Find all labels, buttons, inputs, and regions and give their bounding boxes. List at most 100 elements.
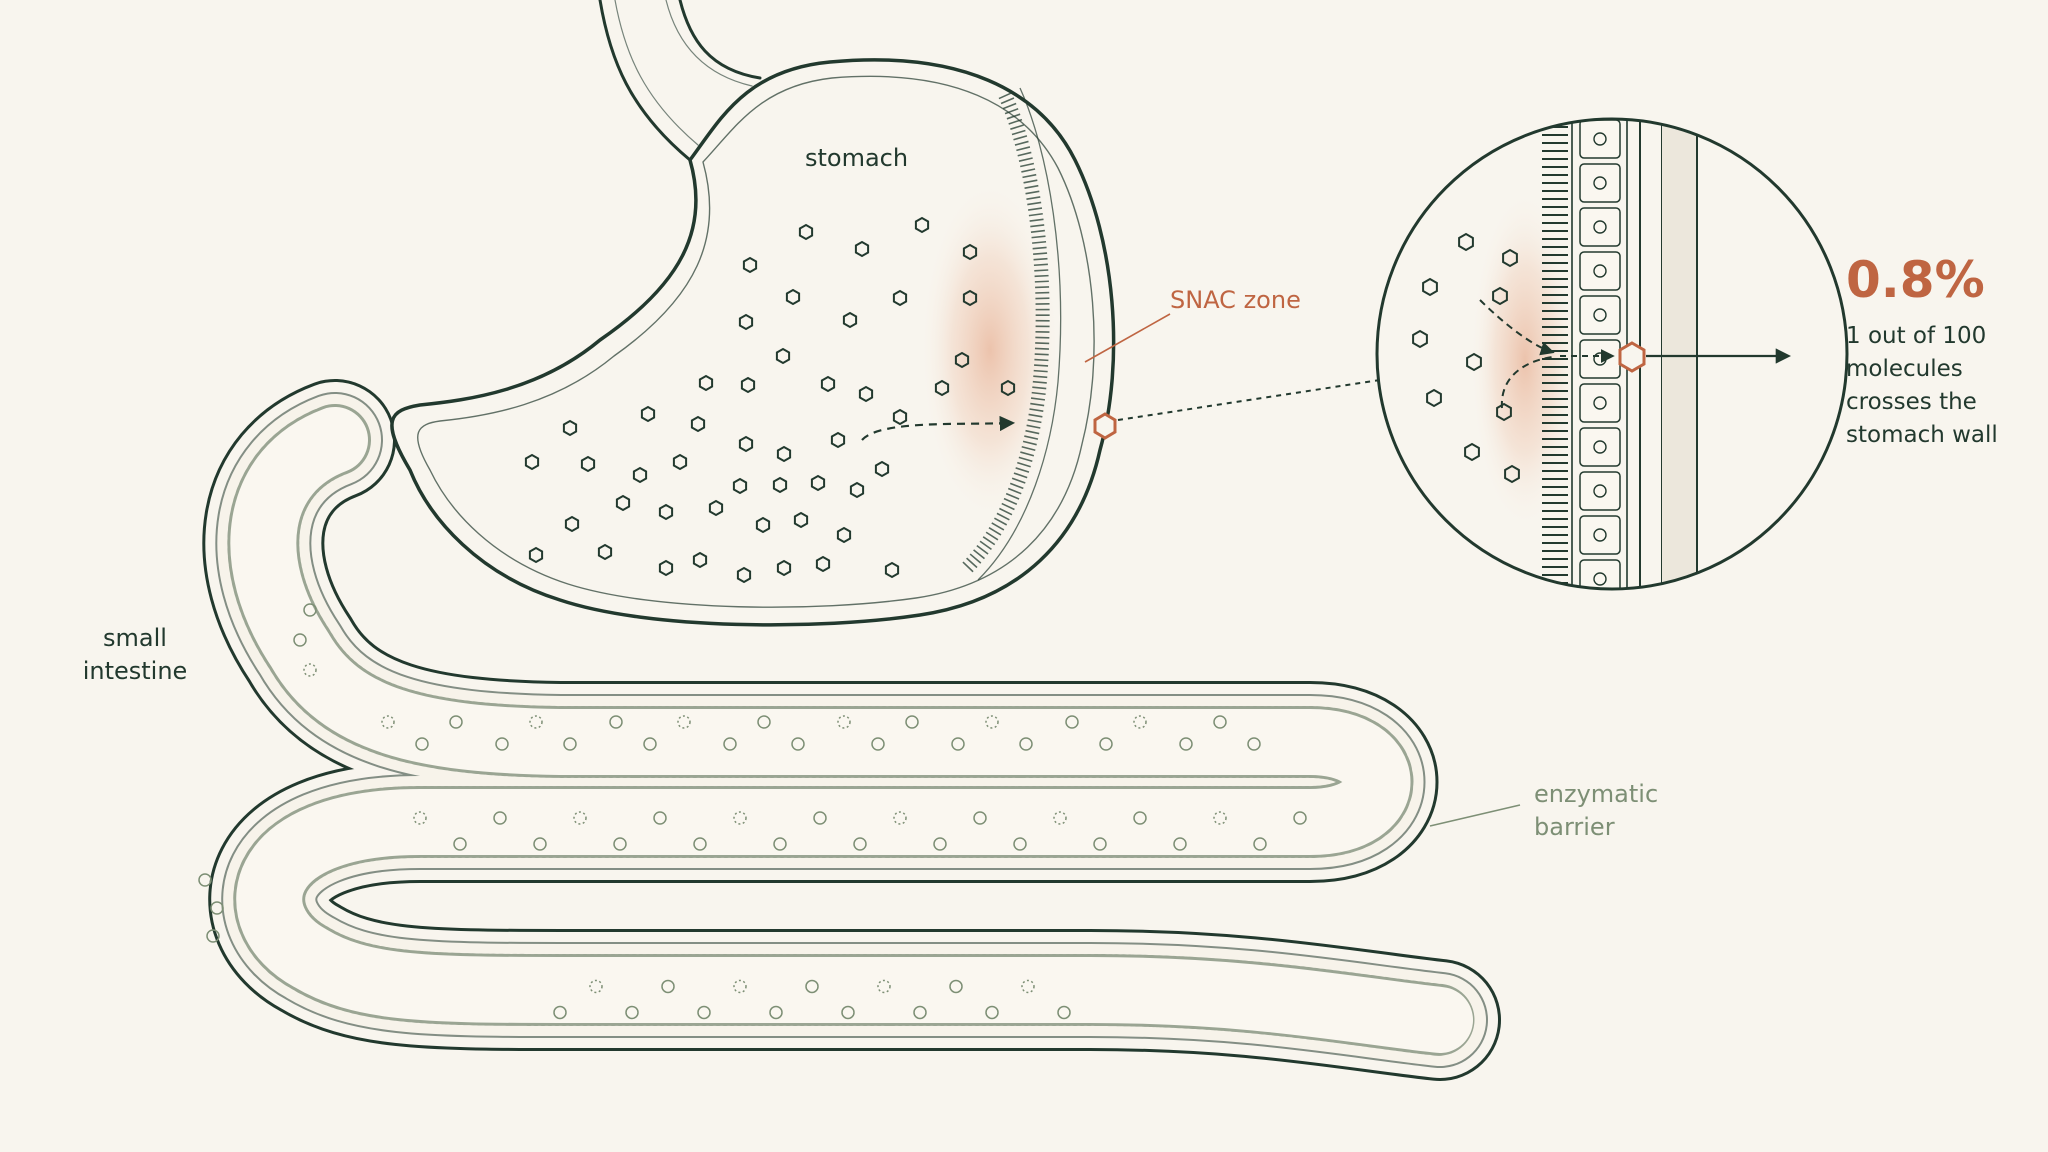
intestine-molecule [381, 715, 395, 729]
stomach-molecule [884, 561, 900, 579]
stomach-molecule [632, 466, 648, 484]
stomach-molecule [934, 379, 950, 397]
epithelial-cell [1579, 295, 1621, 335]
stomach-molecule [1000, 379, 1016, 397]
stomach-molecule [962, 289, 978, 307]
intestine-molecule [533, 837, 547, 851]
stomach-molecule [698, 374, 714, 392]
zoom-molecule [1496, 402, 1512, 422]
intestine-molecule [210, 901, 224, 915]
intestine-molecule [1065, 715, 1079, 729]
intestine-molecule [529, 715, 543, 729]
stomach-molecule [658, 559, 674, 577]
stomach-molecule [892, 289, 908, 307]
stomach-molecule [892, 408, 908, 426]
epithelial-cell [1579, 559, 1621, 589]
intestine-molecule [877, 979, 891, 994]
intestine-molecule [733, 979, 747, 994]
absorption-stat: 0.8% [1846, 251, 1985, 309]
stomach-molecule [776, 559, 792, 577]
intestine-molecule [1021, 979, 1035, 994]
stomach-molecule [597, 543, 613, 561]
intestine-molecule [1133, 715, 1147, 729]
zoom-molecule [1422, 277, 1438, 297]
snac-molecule-icon [1093, 412, 1117, 440]
intestine-molecule [609, 715, 623, 729]
stomach-molecule [836, 526, 852, 544]
stomach-molecule [528, 546, 544, 564]
intestine-molecule [1213, 715, 1227, 729]
stomach-molecule [524, 453, 540, 471]
intestine-molecule [661, 979, 675, 994]
zoom-molecule [1502, 248, 1518, 268]
intestine-molecule [293, 633, 307, 647]
stomach-molecule [914, 216, 930, 234]
zoom-connector-line [1117, 379, 1381, 421]
intestine-molecule [933, 837, 947, 851]
stomach-molecule [798, 223, 814, 241]
intestine-molecule [1013, 837, 1027, 851]
epithelial-cell [1579, 251, 1621, 291]
stomach-molecule [732, 477, 748, 495]
intestine-molecule [493, 811, 507, 825]
cell-nucleus [1593, 440, 1607, 454]
stomach-molecules [524, 216, 1016, 584]
stomach-molecule [738, 435, 754, 453]
intestine-molecule [589, 979, 603, 994]
stomach-body [390, 58, 1116, 627]
stomach-molecule [615, 494, 631, 512]
stomach-molecule [640, 405, 656, 423]
epithelial-cell [1579, 119, 1621, 159]
zoom-cells [1579, 119, 1621, 589]
intestine-molecule [198, 873, 212, 887]
intestine-molecule [563, 737, 577, 751]
intestine-molecule [769, 1005, 783, 1020]
intestine-molecule [791, 737, 805, 751]
epithelial-cell [1579, 383, 1621, 423]
epithelial-cell [1579, 427, 1621, 467]
intestine-molecule [1099, 737, 1113, 751]
intestine-molecule [853, 837, 867, 851]
intestine-molecule [653, 811, 667, 825]
intestine-molecule [1213, 811, 1227, 825]
stomach-molecule [672, 453, 688, 471]
intestine-molecules [198, 603, 1307, 1020]
enzymatic-barrier-label: enzymatic barrier [1534, 780, 1659, 841]
epithelial-cell [1579, 515, 1621, 555]
intestine-molecule [893, 811, 907, 825]
epithelial-cell [1579, 207, 1621, 247]
intestine-molecule [613, 837, 627, 851]
intestine-molecule [773, 837, 787, 851]
small-intestine [202, 379, 1501, 1081]
intestine-molecule [871, 737, 885, 751]
intestine-molecule [813, 811, 827, 825]
stomach-molecule [815, 555, 831, 573]
stomach-molecule [849, 481, 865, 499]
stomach-molecule [692, 551, 708, 569]
intestine-molecule [1173, 837, 1187, 851]
zoom-inset [1375, 117, 1849, 591]
snac-zone-label: SNAC zone [1170, 286, 1301, 314]
intestine-molecule [625, 1005, 639, 1020]
intestine-molecule [677, 715, 691, 729]
zoom-molecule [1466, 352, 1482, 372]
intestine-molecule [206, 929, 220, 943]
intestine-molecule [1179, 737, 1193, 751]
cell-nucleus [1593, 484, 1607, 498]
cell-nucleus [1593, 528, 1607, 542]
zoom-molecules [1412, 232, 1520, 484]
intestine-molecule [841, 1005, 855, 1020]
enzymatic-leader-line [1429, 804, 1521, 827]
intestine-molecule [1133, 811, 1147, 825]
intestine-molecule [573, 811, 587, 825]
stomach-molecule [708, 499, 724, 517]
zoom-molecule [1492, 286, 1508, 306]
intestine-molecule [1019, 737, 1033, 751]
intestine-molecule [805, 979, 819, 994]
zoom-molecule [1464, 442, 1480, 462]
zoom-molecule [1412, 329, 1428, 349]
intestine-molecule [413, 811, 427, 825]
intestine-molecule [415, 737, 429, 751]
epithelial-cell [1579, 163, 1621, 203]
cell-nucleus [1593, 176, 1607, 190]
